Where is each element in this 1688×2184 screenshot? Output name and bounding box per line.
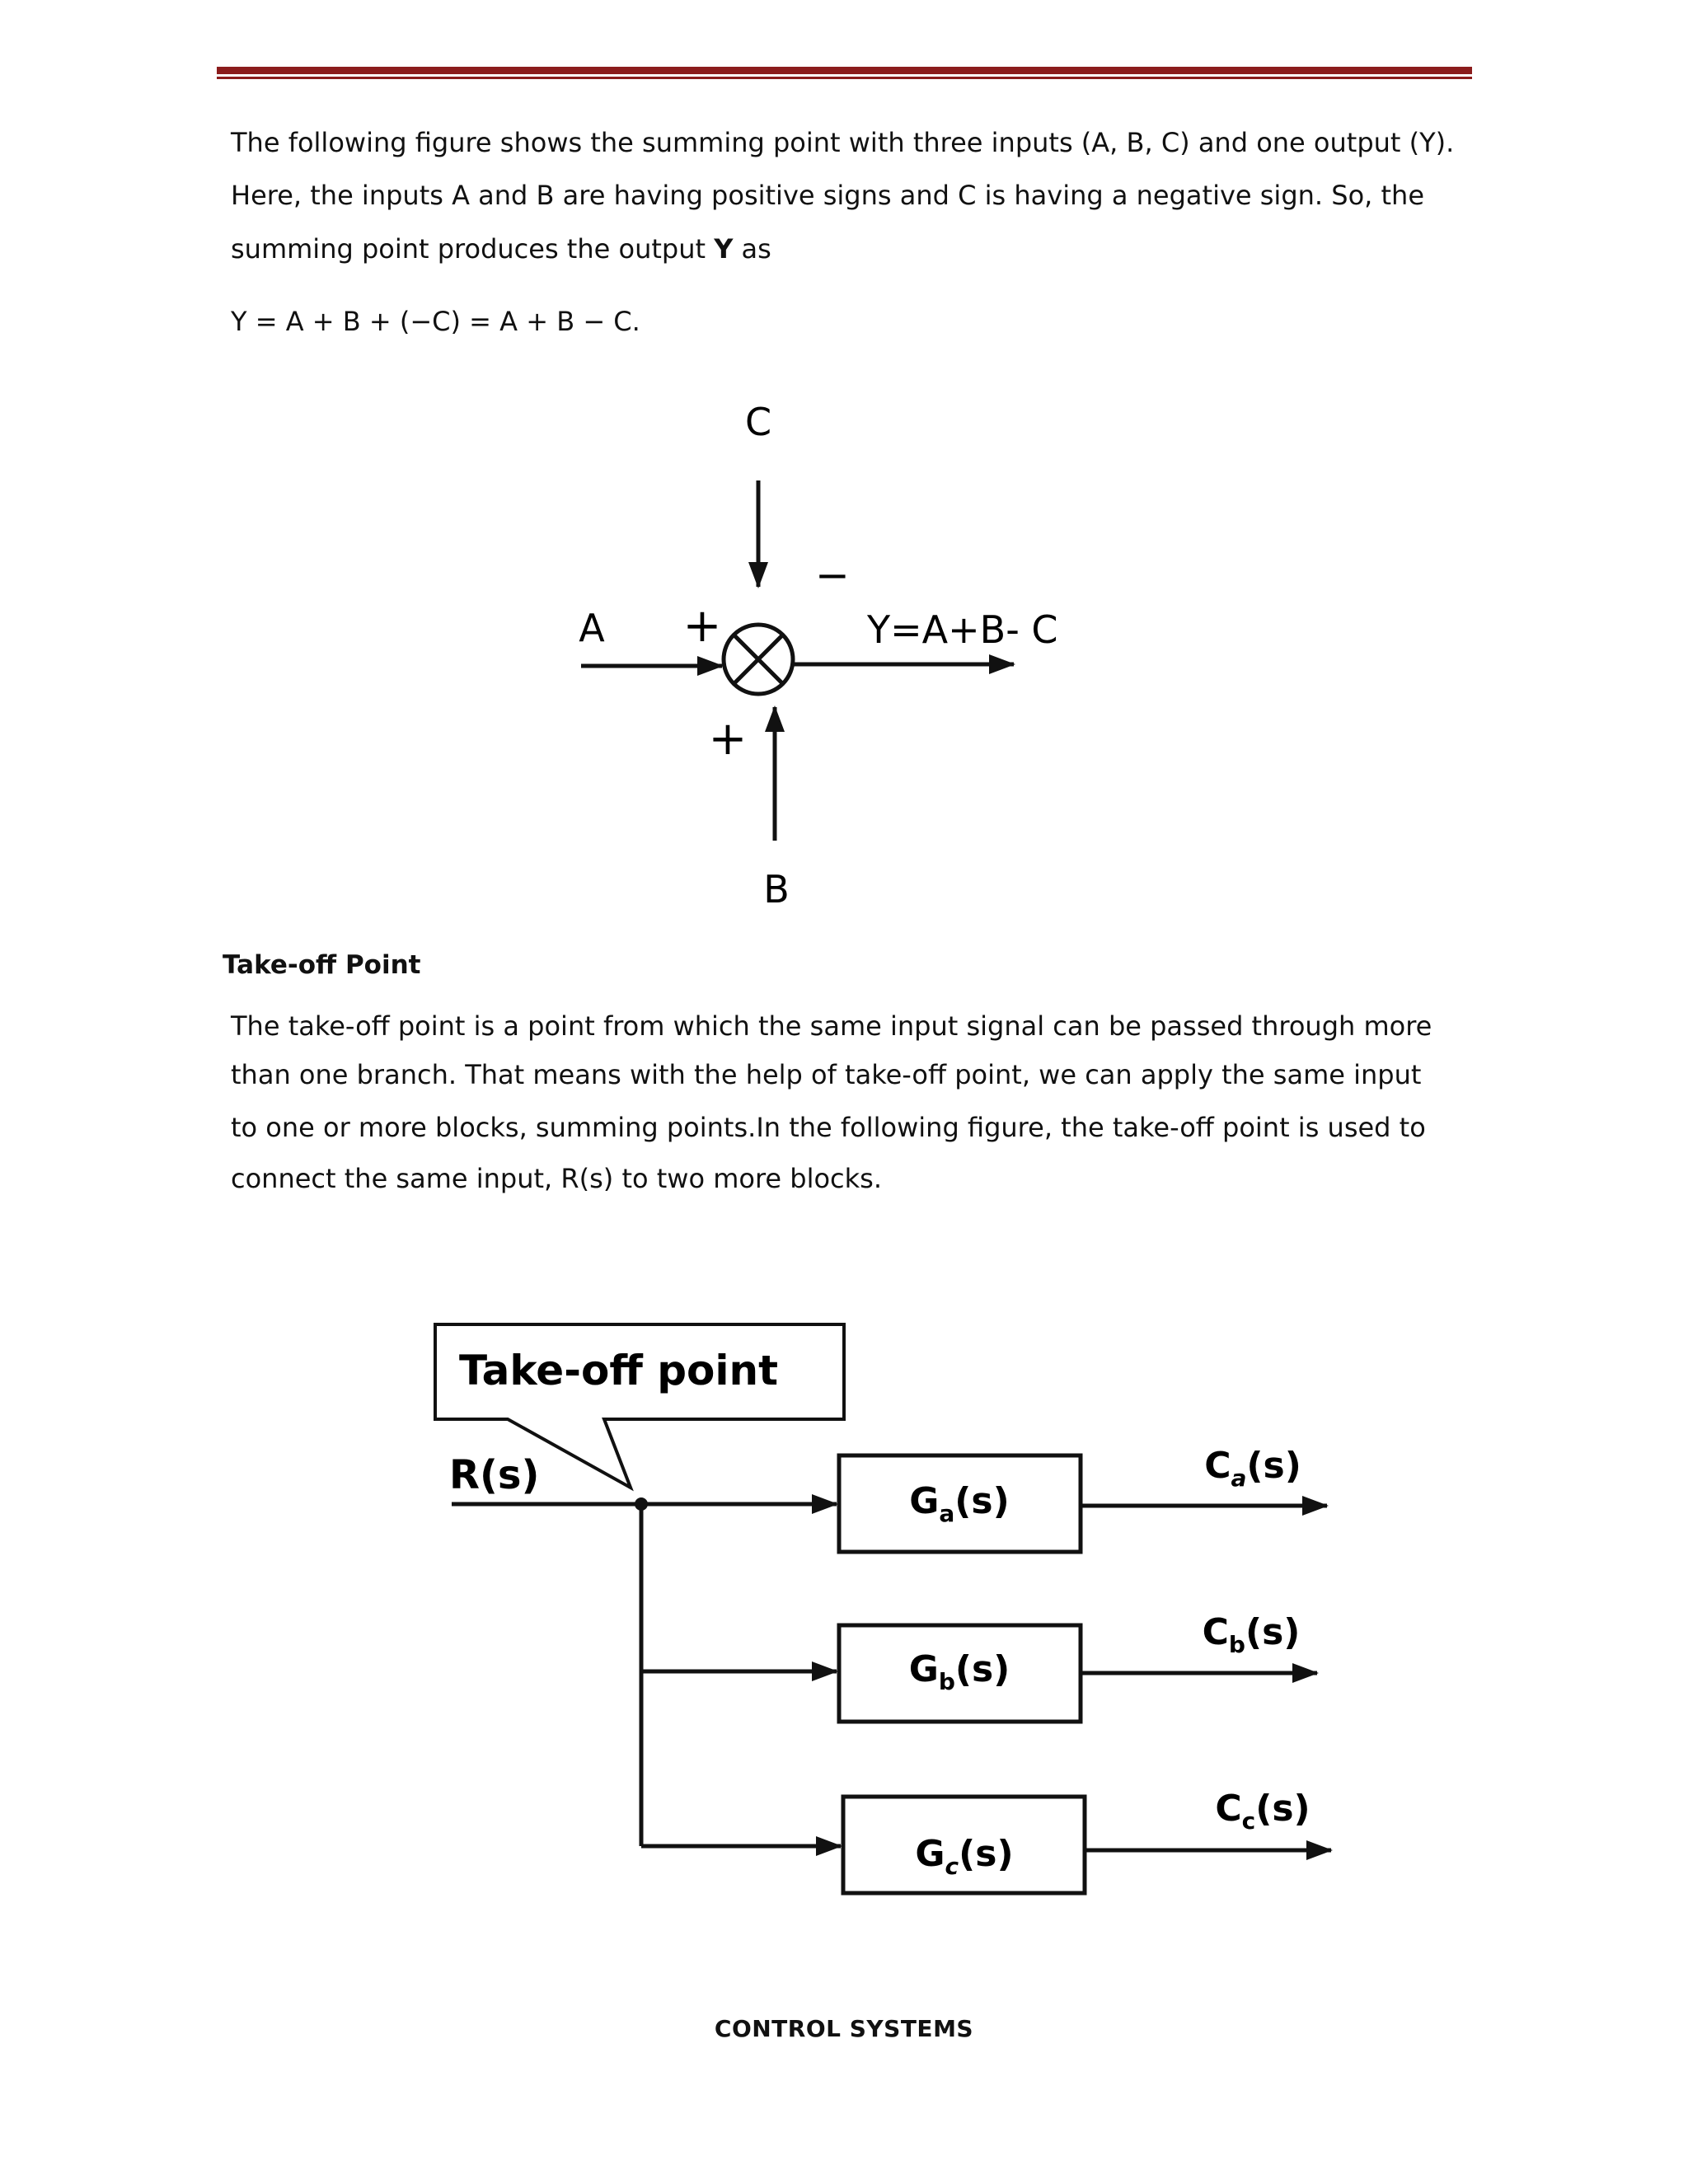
output-b-label: Cb(s) (1203, 1611, 1301, 1658)
output-a-label: Ca(s) (1204, 1445, 1301, 1492)
header-rule (217, 67, 1472, 74)
block-gb-label: Gb(s) (909, 1648, 1010, 1695)
summing-point-figure: C − A + + B Y=A+B- C (579, 400, 1057, 912)
takeoff-line-3: to one or more blocks, summing points.In… (231, 1112, 1426, 1143)
summing-cross-2 (732, 633, 785, 686)
block-gb (837, 1623, 1083, 1724)
label-c: C (745, 400, 771, 444)
intro-line-2: Here, the inputs A and B are having posi… (231, 180, 1424, 211)
label-y: Y=A+B- C (866, 607, 1058, 652)
equation: Y = A + B + (−C) = A + B − C. (231, 306, 640, 337)
page-footer: CONTROL SYSTEMS (714, 2015, 974, 2042)
block-gc-label: Gc(s) (915, 1833, 1013, 1880)
label-a: A (579, 606, 605, 650)
takeoff-line-1: The take-off point is a point from which… (231, 1010, 1432, 1042)
header-rule-thin (217, 77, 1472, 79)
takeoff-point-figure: Take-off point R(s) Ga(s) Ca(s) Gb(s) Cb… (434, 1323, 1333, 1896)
input-r-label: R(s) (449, 1452, 539, 1498)
block-gc (841, 1794, 1087, 1896)
sign-a: + (683, 599, 722, 653)
block-ga (837, 1453, 1083, 1554)
takeoff-heading: Take-off Point (223, 950, 421, 980)
takeoff-line-2: than one branch. That means with the hel… (231, 1059, 1422, 1090)
label-b: B (763, 867, 790, 912)
sign-c: − (815, 551, 850, 599)
sign-b: + (709, 712, 748, 766)
takeoff-callout-text: Take-off point (459, 1347, 778, 1394)
takeoff-callout (434, 1323, 846, 1492)
takeoff-line-4: connect the same input, R(s) to two more… (231, 1163, 883, 1194)
output-c-label: Cc(s) (1215, 1788, 1310, 1835)
block-ga-label: Ga(s) (909, 1480, 1009, 1527)
intro-line-3: summing point produces the output Y as (231, 233, 771, 265)
intro-line-1: The following figure shows the summing p… (231, 127, 1455, 158)
summing-junction (721, 622, 795, 696)
